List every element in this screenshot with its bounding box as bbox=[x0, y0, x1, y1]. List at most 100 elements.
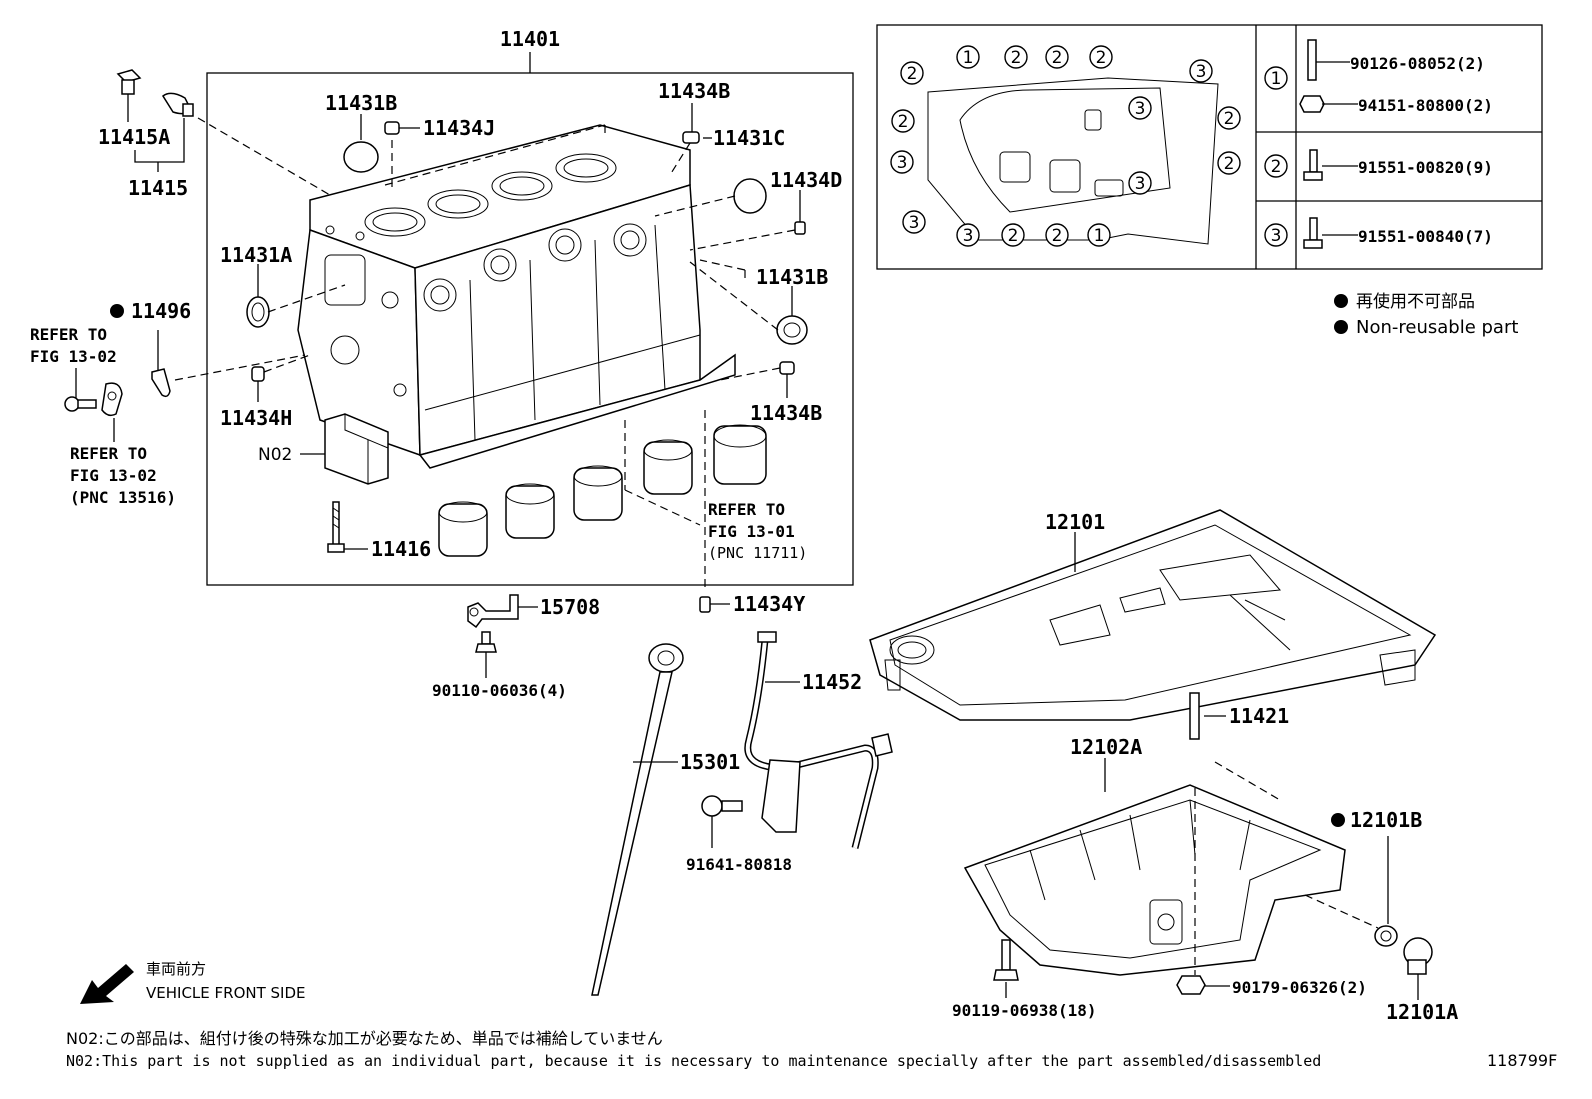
svg-text:2: 2 bbox=[1271, 157, 1282, 177]
bolt-11416[interactable] bbox=[327, 501, 345, 553]
drain-plug-12101A[interactable] bbox=[1403, 937, 1433, 975]
bracket-refer-13-02[interactable] bbox=[101, 382, 123, 417]
ref-pnc-11711[interactable]: (PNC 11711) bbox=[708, 544, 807, 562]
svg-text:3: 3 bbox=[1135, 174, 1146, 194]
label-11416[interactable]: 11416 bbox=[371, 537, 431, 561]
marker-14: 2 bbox=[1045, 223, 1069, 247]
label-n02[interactable]: N02 bbox=[258, 445, 292, 465]
svg-text:2: 2 bbox=[1052, 226, 1063, 246]
pin-11434J[interactable] bbox=[384, 121, 400, 135]
non-reusable-en: Non-reusable part bbox=[1356, 317, 1518, 338]
label-11415[interactable]: 11415 bbox=[128, 176, 188, 200]
marker-5: 2 bbox=[891, 109, 915, 133]
legend-part-94151[interactable]: 94151-80800(2) bbox=[1358, 96, 1493, 115]
vehicle-front-arrow-icon bbox=[80, 964, 134, 1004]
pin-11434B-top[interactable] bbox=[682, 131, 700, 144]
pin-11434D[interactable] bbox=[794, 221, 806, 235]
ref-fig-13-01[interactable]: FIG 13-01 bbox=[708, 522, 795, 541]
marker-0: 1 bbox=[956, 45, 980, 69]
label-11434B-right[interactable]: 11434B bbox=[750, 401, 822, 425]
label-11431A[interactable]: 11431A bbox=[220, 243, 292, 267]
seal-11431A[interactable] bbox=[246, 296, 270, 328]
cylinder-block[interactable] bbox=[297, 124, 736, 469]
marker-12: 3 bbox=[1128, 171, 1152, 195]
svg-text:2: 2 bbox=[1224, 154, 1235, 174]
bolt-layout-box bbox=[876, 24, 1543, 270]
oil-pan-lower-12102A[interactable] bbox=[963, 784, 1346, 976]
label-11434B-top[interactable]: 11434B bbox=[658, 79, 730, 103]
ref-pnc-13516[interactable]: (PNC 13516) bbox=[70, 488, 176, 507]
bolt-90119[interactable] bbox=[993, 939, 1019, 981]
label-12102A[interactable]: 12102A bbox=[1070, 735, 1142, 759]
label-90119-06938[interactable]: 90119-06938(18) bbox=[952, 1001, 1097, 1020]
svg-text:2: 2 bbox=[1008, 226, 1019, 246]
label-15301[interactable]: 15301 bbox=[680, 750, 740, 774]
svg-text:3: 3 bbox=[1196, 62, 1207, 82]
front-side-jp: 車両前方 bbox=[146, 960, 206, 978]
svg-text:2: 2 bbox=[1011, 48, 1022, 68]
bolt-11415A[interactable] bbox=[116, 69, 142, 95]
marker-16: 3 bbox=[956, 223, 980, 247]
bolt-icon bbox=[1309, 149, 1318, 173]
label-11434Y[interactable]: 11434Y bbox=[733, 592, 805, 616]
legend-part-90126[interactable]: 90126-08052(2) bbox=[1350, 54, 1485, 73]
label-12101B[interactable]: 12101B bbox=[1350, 808, 1422, 832]
marker-6: 3 bbox=[890, 150, 914, 174]
marker-13: 2 bbox=[1001, 223, 1025, 247]
label-11434J[interactable]: 11434J bbox=[423, 116, 495, 140]
plug-11431B-top[interactable] bbox=[343, 141, 379, 173]
non-reusable-dot bbox=[1334, 320, 1348, 334]
label-11452[interactable]: 11452 bbox=[802, 670, 862, 694]
ref-label-top[interactable]: REFER TO bbox=[30, 325, 107, 344]
pin-11434B-right[interactable] bbox=[779, 361, 795, 375]
bolt-markers: 1 2 2 2 2 2 3 3 2 2 3 3 3 2 2 1 3 bbox=[890, 45, 1241, 247]
label-11421[interactable]: 11421 bbox=[1229, 704, 1289, 728]
legend-part-91551-00840[interactable]: 91551-00840(7) bbox=[1358, 227, 1493, 246]
pin-11434Y[interactable] bbox=[699, 596, 711, 613]
svg-text:2: 2 bbox=[1096, 48, 1107, 68]
bracket-15708[interactable] bbox=[467, 594, 519, 629]
bearing-cap-n02[interactable] bbox=[324, 413, 389, 485]
label-15708[interactable]: 15708 bbox=[540, 595, 600, 619]
label-11415A[interactable]: 11415A bbox=[98, 125, 170, 149]
label-11431B-right[interactable]: 11431B bbox=[756, 265, 828, 289]
pin-11434H[interactable] bbox=[251, 366, 265, 382]
label-11434H[interactable]: 11434H bbox=[220, 406, 292, 430]
crank-bearings[interactable] bbox=[438, 424, 767, 557]
svg-text:3: 3 bbox=[1135, 99, 1146, 119]
ref-label-bottom[interactable]: REFER TO bbox=[70, 444, 147, 463]
label-90179-06326[interactable]: 90179-06326(2) bbox=[1232, 978, 1367, 997]
bolt-90110[interactable] bbox=[475, 631, 497, 653]
front-side-en: VEHICLE FRONT SIDE bbox=[146, 984, 306, 1002]
label-11431B-top[interactable]: 11431B bbox=[325, 91, 397, 115]
bolt-91641[interactable] bbox=[701, 795, 743, 817]
label-91641-80818[interactable]: 91641-80818 bbox=[686, 855, 792, 874]
ref-label-13-01[interactable]: REFER TO bbox=[708, 500, 785, 519]
plug-11431C[interactable] bbox=[733, 178, 767, 214]
label-11431C[interactable]: 11431C bbox=[713, 126, 785, 150]
gasket-11496[interactable] bbox=[151, 368, 171, 398]
plug-11431B-right[interactable] bbox=[776, 315, 808, 345]
ref-fig-13-02-a[interactable]: FIG 13-02 bbox=[30, 347, 117, 366]
dipstick-15301[interactable] bbox=[591, 643, 684, 996]
nut-90179[interactable] bbox=[1176, 975, 1206, 995]
oil-level-gauge-guide-11452[interactable] bbox=[744, 631, 893, 849]
label-12101A[interactable]: 12101A bbox=[1386, 1000, 1458, 1024]
bolt-refer-13-02[interactable] bbox=[64, 396, 97, 412]
label-90110-06036[interactable]: 90110-06036(4) bbox=[432, 681, 567, 700]
ref-fig-13-02-b[interactable]: FIG 13-02 bbox=[70, 466, 157, 485]
bolt-icon bbox=[1309, 217, 1318, 241]
svg-text:3: 3 bbox=[897, 153, 908, 173]
gasket-12101B[interactable] bbox=[1374, 925, 1398, 947]
svg-text:1: 1 bbox=[963, 48, 974, 68]
bracket-11415[interactable] bbox=[161, 92, 194, 117]
label-11401[interactable]: 11401 bbox=[500, 27, 560, 51]
label-12101[interactable]: 12101 bbox=[1045, 510, 1105, 534]
label-11496[interactable]: 11496 bbox=[131, 299, 191, 323]
legend-part-91551-00820[interactable]: 91551-00820(9) bbox=[1358, 158, 1493, 177]
oil-pan-upper-12101[interactable] bbox=[869, 509, 1437, 721]
svg-text:1: 1 bbox=[1094, 226, 1105, 246]
stud-11421[interactable] bbox=[1189, 692, 1200, 740]
label-11434D[interactable]: 11434D bbox=[770, 168, 842, 192]
marker-2: 2 bbox=[1045, 45, 1069, 69]
